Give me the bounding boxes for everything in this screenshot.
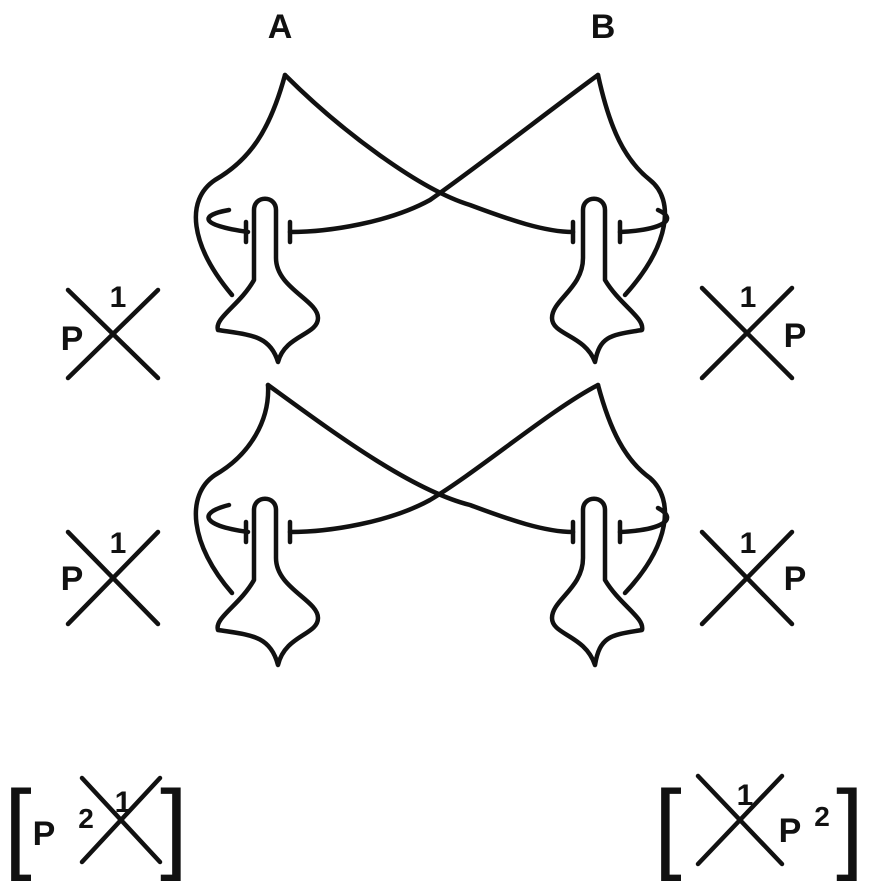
symbol-index: 1 xyxy=(740,281,757,314)
symbol-letter: P xyxy=(61,320,84,358)
symbol-letter: P xyxy=(779,812,802,850)
neuron-b-row-2 xyxy=(549,382,670,668)
summary-symbol-left: [ P 2 1 ] xyxy=(4,770,188,882)
column-label-b: B xyxy=(591,8,616,46)
open-bracket: [ xyxy=(4,770,32,882)
neuron-b-row-1 xyxy=(549,72,670,365)
open-bracket: [ xyxy=(654,770,682,882)
neuron-a-row-2 xyxy=(193,382,321,668)
neuron-a-row-1 xyxy=(193,72,321,365)
summary-symbol-right: [ 1 P 2 ] xyxy=(654,770,864,882)
symbol-letter: P xyxy=(33,815,56,853)
cross-symbol-right-row-1: 1 P xyxy=(699,281,807,381)
axon-a-to-b-row-1 xyxy=(282,72,576,235)
symbol-index: 1 xyxy=(740,527,757,560)
column-label-a: A xyxy=(268,8,293,46)
cross-symbol-right-row-2: 1 P xyxy=(699,527,807,627)
neuron-pair-row-2 xyxy=(193,382,670,668)
symbol-index: 1 xyxy=(115,786,132,819)
axon-b-to-a-row-1 xyxy=(287,72,601,235)
close-bracket: ] xyxy=(160,770,188,882)
symbol-index: 1 xyxy=(737,779,754,812)
close-bracket: ] xyxy=(836,770,864,882)
symbol-power: 2 xyxy=(78,803,94,834)
cross-symbol-left-row-1: P 1 xyxy=(61,281,161,381)
symbol-letter: P xyxy=(784,317,807,355)
symbol-letter: P xyxy=(61,560,84,598)
cross-symbol-left-row-2: P 1 xyxy=(61,527,161,627)
axon-a-to-b-row-2 xyxy=(265,382,576,535)
symbol-letter: P xyxy=(784,560,807,598)
symbol-index: 1 xyxy=(110,281,127,314)
axon-b-to-a-row-2 xyxy=(287,382,601,535)
symbol-power: 2 xyxy=(814,801,830,832)
neuron-pair-row-1 xyxy=(193,72,670,365)
symbol-index: 1 xyxy=(110,527,127,560)
